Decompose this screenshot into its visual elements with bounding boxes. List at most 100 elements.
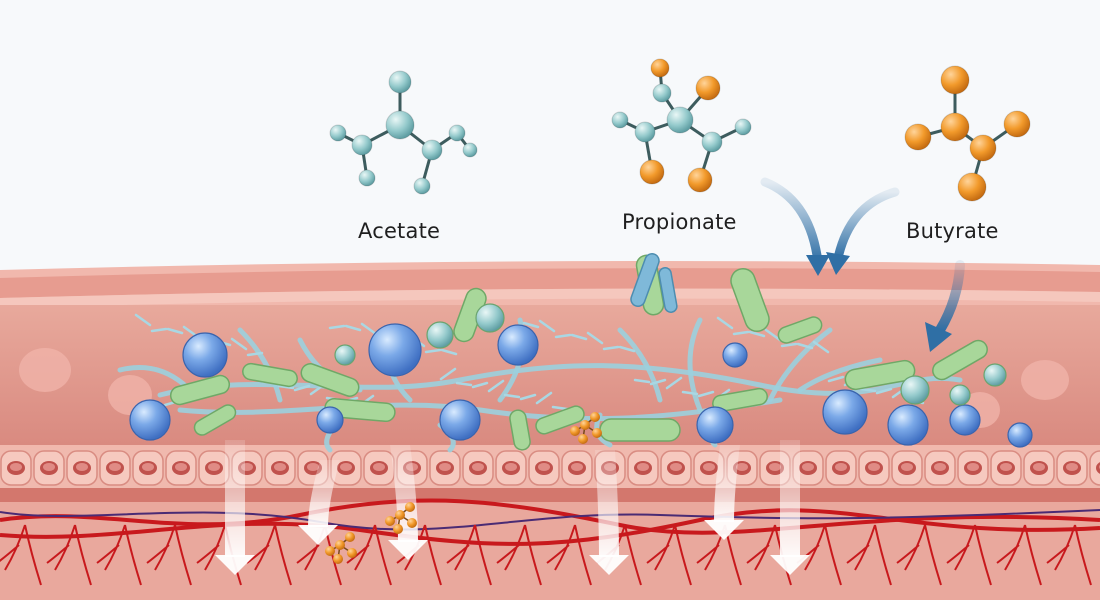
epithelial-cell [330,450,362,486]
capillary [946,524,992,586]
mucin-branch [522,321,540,329]
mucin-strand [237,317,703,413]
propionate-label: Propionate [622,210,737,234]
mucin-branch [570,333,588,341]
coccus-bacterium [949,404,981,436]
mucin-branch [471,381,489,389]
coccus-bacterium [822,389,868,435]
epithelial-cell [264,450,296,486]
mucin-branch [586,331,604,345]
capillary [146,524,192,586]
mucin-branch [134,313,152,327]
coccus-bacterium [1007,422,1033,448]
mucin-branch [633,378,651,384]
coccus-bacterium [129,399,171,441]
epithelial-cell [891,450,923,486]
epithelial-cell [660,450,692,486]
absorption-arrow [770,440,810,575]
absorption-arrow [589,450,629,575]
epithelial-cell [198,450,230,486]
mucin-branch [293,384,311,392]
rod-bacterium [932,339,988,381]
mucin-branch [230,337,248,351]
mucin-branch [764,328,782,342]
coccus-bacterium [497,324,539,366]
capillary [96,524,142,586]
coccus-bacterium [426,321,454,349]
epithelial-cell [165,450,197,486]
epithelial-cell [1089,450,1100,486]
rod-bacterium [730,267,770,333]
rod-bacterium [242,362,298,388]
coccus-bacterium [334,344,356,366]
absorption-arrow [388,445,428,560]
vessel [0,509,1100,531]
epithelial-cell [0,450,32,486]
epithelial-cell [66,450,98,486]
mucin-branch [503,393,521,399]
gut-bacteria [129,252,1033,451]
epithelial-cell-layer [0,448,1100,488]
capillary [0,524,42,586]
mucin-branch [875,387,893,395]
coccus-bacterium [182,332,228,378]
capillary [496,524,542,586]
propionate-molecule-icon [611,58,752,193]
mucin-branch [649,378,667,386]
acetate-molecule-icon [329,70,478,195]
coccus-bacterium [368,323,422,377]
epithelial-cell [429,450,461,486]
coccus-bacterium [722,342,748,368]
rod-bacterium [712,387,768,413]
epithelial-cell [363,450,395,486]
epithelial-cell [561,450,593,486]
epithelial-cell [1056,450,1088,486]
mucin-branch [812,340,830,354]
capillary [646,524,692,586]
epithelial-cell [792,450,824,486]
mucin-branch [697,390,715,398]
rod-bacterium [599,418,681,442]
capillary [46,524,92,586]
epithelial-cell [495,450,527,486]
capillary [446,524,492,586]
mucin-branch [796,342,814,350]
epithelial-cell [1023,450,1055,486]
mucin-branch [732,330,750,336]
coccus-bacterium [316,406,344,434]
rod-bacterium [777,316,823,344]
absorption-arrow [298,460,340,545]
mucin-branch [455,381,473,387]
mucin-branch [665,376,683,390]
rod-bacterium [300,363,360,397]
entry-arrows [760,177,965,352]
mucin-branch [681,390,699,396]
acetate-label: Acetate [358,219,441,243]
coccus-bacterium [475,303,505,333]
mucin-branch [277,384,295,390]
epithelial-cell [99,450,131,486]
coccus-bacterium [439,399,481,441]
rod-bacterium [535,405,585,435]
mucin-branch [166,327,184,335]
capillary [896,524,942,586]
mucin-branch [519,393,537,401]
mucin-branch [150,327,168,333]
mucin-branch [859,387,877,393]
butyrate-small-icon [325,532,357,564]
epithelial-cell [528,450,560,486]
epithelial-cell [462,450,494,486]
mucin-branch [424,348,442,354]
epithelial-cell [924,450,956,486]
absorption-arrow [704,445,744,540]
mucin-branch [748,330,766,338]
mucin-branch [535,391,553,405]
rod-bacterium [844,359,916,391]
capillary [246,524,292,586]
capillary [546,524,592,586]
mucin-branch [780,342,798,348]
rod-bacterium [509,409,531,451]
capillary [1046,524,1092,586]
rod-bacterium [193,404,237,436]
